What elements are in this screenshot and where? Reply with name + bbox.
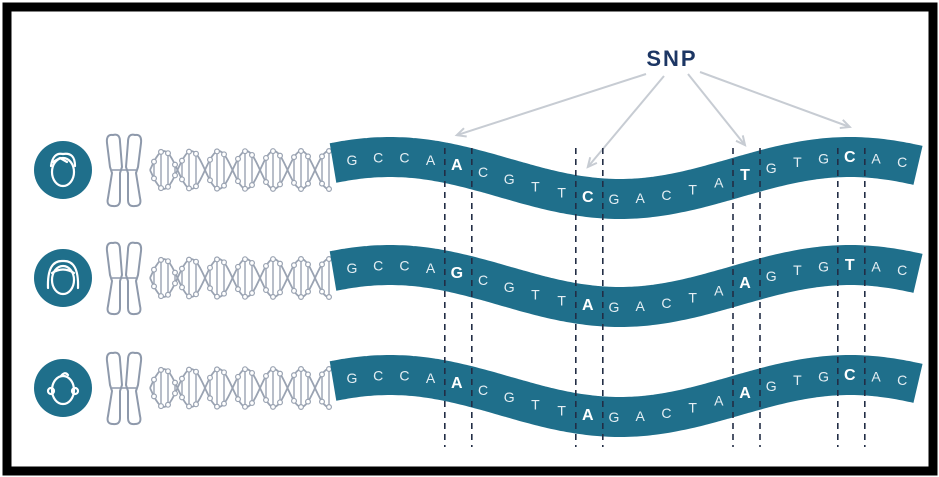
snp-base: A <box>739 385 751 402</box>
snp-pointer-arrow <box>699 71 852 129</box>
base-letter: C <box>897 372 907 388</box>
base-letter: A <box>426 260 436 276</box>
base-letter: G <box>347 152 358 168</box>
base-letter: A <box>871 368 881 384</box>
snp-base: C <box>844 149 856 166</box>
base-letter: A <box>714 175 724 191</box>
dna-helix-icon <box>149 148 333 192</box>
avatar <box>34 141 92 199</box>
base-letter: C <box>478 382 488 398</box>
base-letter: T <box>688 289 697 305</box>
dna-helix-icon <box>149 366 333 410</box>
base-letter: A <box>636 190 646 206</box>
base-letter: T <box>531 286 540 302</box>
snp-pointer-arrow <box>586 75 665 169</box>
man-face-icon <box>49 152 77 188</box>
snp-pointer-arrow <box>687 73 747 147</box>
base-letter: A <box>871 150 881 166</box>
avatar <box>34 249 92 307</box>
base-letter: G <box>766 160 777 176</box>
base-letter: C <box>373 367 383 383</box>
base-letter: G <box>818 368 829 384</box>
snp-base: T <box>845 257 855 274</box>
snp-base: T <box>740 167 750 184</box>
base-letter: A <box>714 393 724 409</box>
avatar <box>34 359 92 417</box>
base-letter: C <box>478 164 488 180</box>
chromosome-icon <box>105 241 143 316</box>
base-letter: G <box>766 378 777 394</box>
chromosome-icon <box>105 133 143 208</box>
base-letter: G <box>609 299 620 315</box>
base-letter: C <box>661 187 671 203</box>
snp-guide-lines <box>443 148 866 447</box>
snp-base: A <box>582 297 594 314</box>
base-letter: G <box>766 268 777 284</box>
base-letter: C <box>373 149 383 165</box>
snp-base: A <box>451 157 463 174</box>
snp-base: C <box>844 367 856 384</box>
base-letter: T <box>793 372 802 388</box>
snp-base: A <box>739 275 751 292</box>
base-letter: A <box>714 283 724 299</box>
base-letter: G <box>818 258 829 274</box>
base-letter: G <box>347 260 358 276</box>
base-letter: G <box>609 409 620 425</box>
base-letter: G <box>504 279 515 295</box>
base-letter: C <box>661 405 671 421</box>
base-letter: A <box>426 152 436 168</box>
base-letter: T <box>557 293 566 309</box>
base-letter: G <box>609 191 620 207</box>
snp-pointer-arrow <box>454 73 647 138</box>
dna-strand <box>329 245 923 327</box>
base-letter: T <box>793 262 802 278</box>
base-letter: C <box>399 257 409 273</box>
base-letter: G <box>504 171 515 187</box>
base-letter: T <box>688 181 697 197</box>
base-letter: C <box>478 272 488 288</box>
snp-base: A <box>451 375 463 392</box>
base-letter: G <box>347 370 358 386</box>
chromosome-icon <box>105 351 143 426</box>
snp-base: A <box>582 407 594 424</box>
base-letter: C <box>661 295 671 311</box>
base-letter: T <box>557 185 566 201</box>
base-letter: A <box>426 370 436 386</box>
baby-face-icon <box>46 372 80 406</box>
dna-helix-icon <box>149 256 333 300</box>
base-letter: T <box>793 154 802 170</box>
dna-strand <box>329 137 923 219</box>
base-letter: G <box>504 389 515 405</box>
base-letter: A <box>636 298 646 314</box>
base-letter: A <box>871 258 881 274</box>
base-letter: C <box>897 154 907 170</box>
base-letter: C <box>399 367 409 383</box>
base-letter: T <box>531 396 540 412</box>
base-letter: T <box>531 178 540 194</box>
base-letter: T <box>557 403 566 419</box>
woman-face-icon <box>46 259 80 296</box>
snp-base: G <box>451 265 463 282</box>
base-letter: G <box>818 150 829 166</box>
base-letter: C <box>373 257 383 273</box>
base-letter: A <box>636 408 646 424</box>
dna-strand <box>329 355 923 437</box>
snp-title: SNP <box>646 46 697 71</box>
base-letter: T <box>688 399 697 415</box>
base-letter: C <box>399 149 409 165</box>
snp-pointers <box>454 71 852 169</box>
snp-base: C <box>582 189 594 206</box>
base-letter: C <box>897 262 907 278</box>
